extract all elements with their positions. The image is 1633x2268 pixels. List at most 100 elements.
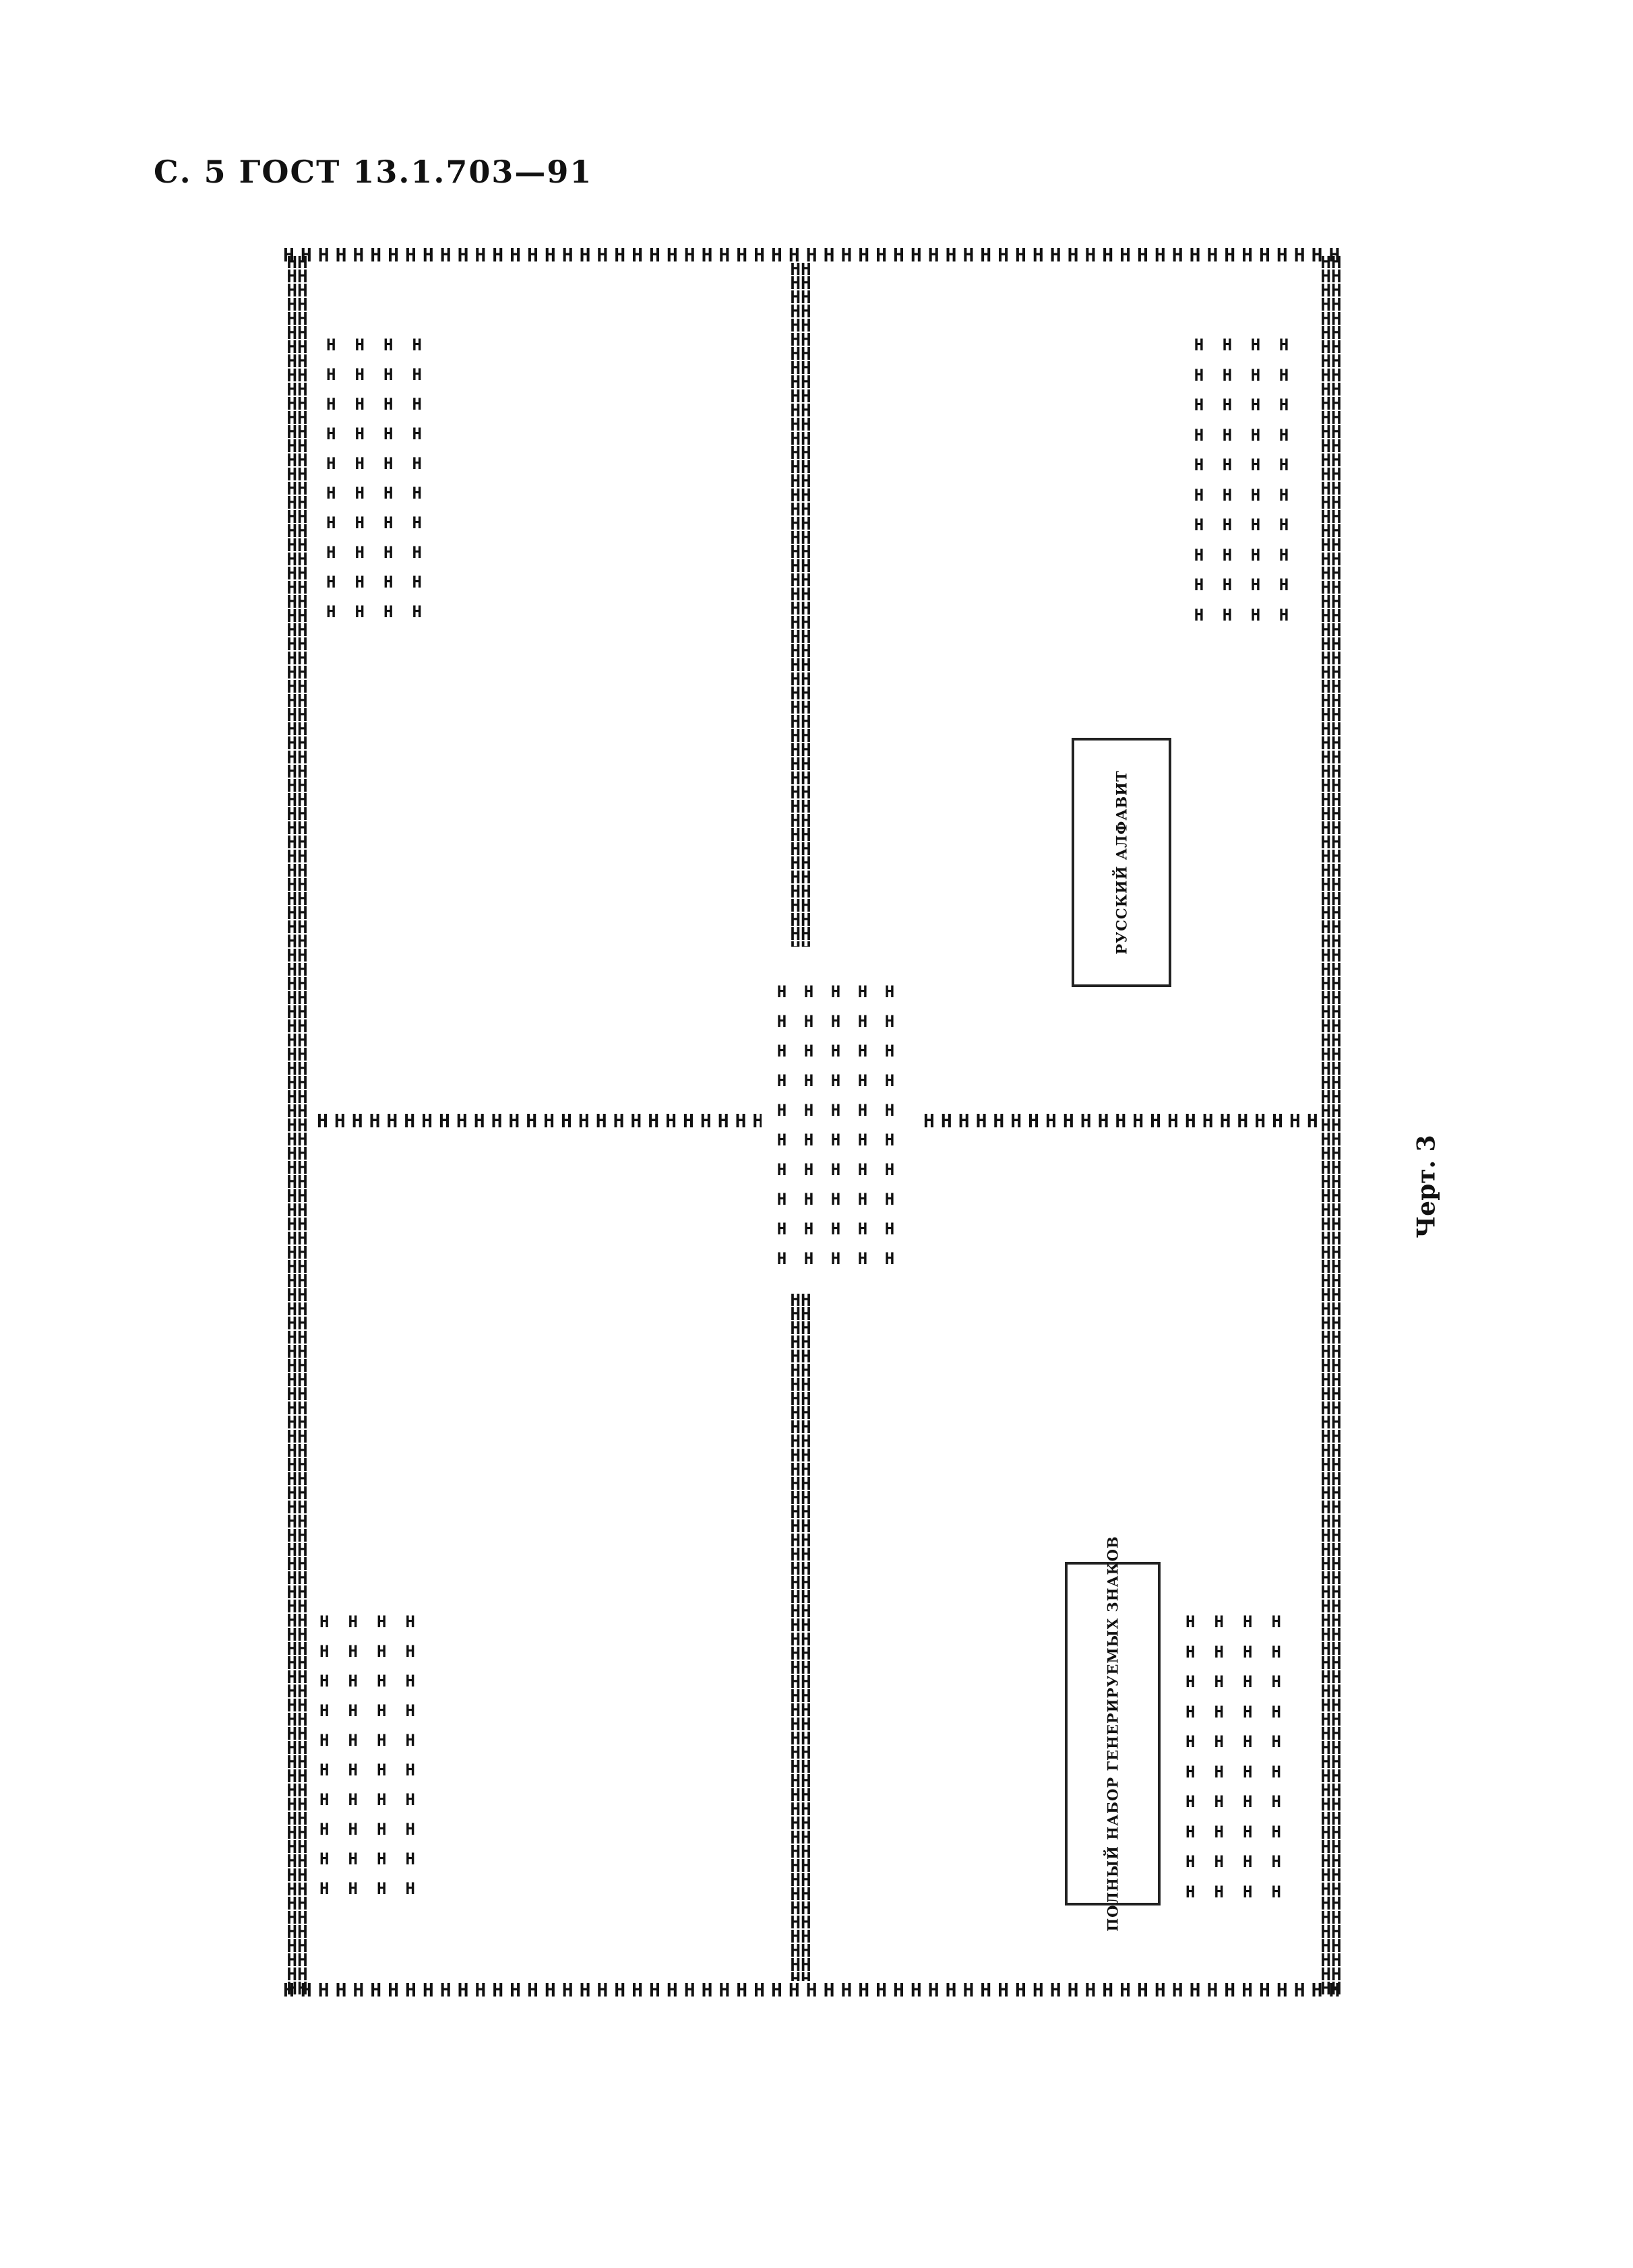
grid-glyph: Н	[319, 1790, 330, 1809]
grid-glyph: Н	[776, 1042, 787, 1061]
grid-glyph: Н	[405, 1790, 415, 1809]
grid-glyph: Н	[1271, 1642, 1281, 1662]
grid-glyph: Н	[1194, 455, 1204, 475]
grid-glyph: Н	[830, 1042, 841, 1061]
grid-glyph: Н	[377, 1850, 387, 1868]
grid-glyph: Н	[884, 1101, 895, 1120]
grid-glyph: Н	[412, 395, 422, 414]
grid-glyph: Н	[1278, 605, 1289, 625]
grid-glyph: Н	[348, 1879, 358, 1898]
grid-glyph: Н	[383, 365, 394, 384]
grid-glyph: Н	[1243, 1852, 1253, 1872]
grid-glyph: Н	[383, 602, 394, 621]
grid-glyph: Н	[1194, 515, 1204, 535]
grid-glyph: Н	[1278, 396, 1289, 415]
grid-glyph: Н	[326, 424, 336, 443]
grid-glyph: Н	[348, 1701, 358, 1720]
grid-glyph: Н	[1271, 1612, 1281, 1632]
grid-glyph: Н	[884, 1160, 895, 1179]
grid-glyph: Н	[884, 1131, 895, 1149]
grid-glyph: Н	[857, 1160, 868, 1179]
grid-glyph: Н	[1194, 545, 1204, 565]
full-charset-box: ПОЛНЫЙ НАБОР ГЕНЕРИРУЕМЫХ ЗНАКОВ	[1065, 1536, 1161, 1932]
grid-glyph: Н	[377, 1701, 387, 1720]
grid-glyph: Н	[355, 454, 365, 473]
grid-glyph: Н	[1278, 515, 1289, 535]
grid-glyph: Н	[1214, 1792, 1224, 1812]
grid-glyph: Н	[1185, 1882, 1196, 1901]
grid-glyph: Н	[348, 1731, 358, 1750]
center-column-bottom: НННННННННННННННННННННННННННННННННННННННН…	[790, 1294, 811, 1981]
grid-glyph: Н	[1222, 515, 1233, 535]
grid-glyph: Н	[319, 1731, 330, 1750]
grid-glyph: Н	[326, 365, 336, 384]
grid-glyph: Н	[1243, 1762, 1253, 1782]
grid-glyph: Н	[355, 543, 365, 562]
grid-glyph: Н	[1243, 1642, 1253, 1662]
grid-glyph: Н	[405, 1701, 415, 1720]
grid-glyph: Н	[803, 1249, 814, 1268]
grid-glyph: Н	[377, 1612, 387, 1631]
grid-glyph: Н	[857, 1131, 868, 1149]
grid-glyph: Н	[1214, 1732, 1224, 1752]
grid-glyph: Н	[383, 454, 394, 473]
grid-glyph: Н	[1278, 425, 1289, 445]
center-row-right: НННННННННННННННННННННННННННННН	[923, 1112, 1321, 1131]
grid-glyph: Н	[1250, 396, 1261, 415]
grid-glyph: Н	[803, 1131, 814, 1149]
grid-glyph: Н	[319, 1701, 330, 1720]
grid-glyph: Н	[857, 1101, 868, 1120]
grid-glyph: Н	[1271, 1672, 1281, 1692]
grid-glyph: Н	[348, 1790, 358, 1809]
grid-glyph: Н	[776, 1012, 787, 1031]
grid-glyph: Н	[326, 543, 336, 562]
grid-glyph: Н	[1271, 1702, 1281, 1722]
grid-glyph: Н	[326, 602, 336, 621]
grid-glyph: Н	[1214, 1882, 1224, 1901]
grid-glyph: Н	[348, 1612, 358, 1631]
grid-glyph: Н	[1194, 605, 1204, 625]
grid-glyph: Н	[412, 454, 422, 473]
full-charset-label: ПОЛНЫЙ НАБОР ГЕНЕРИРУЕМЫХ ЗНАКОВ	[1104, 1536, 1121, 1932]
grid-glyph: Н	[326, 454, 336, 473]
grid-glyph: Н	[405, 1879, 415, 1898]
grid-glyph: Н	[1222, 425, 1233, 445]
russian-alphabet-box: РУССКИЙ АЛФАВИТ	[1072, 738, 1171, 987]
grid-glyph: Н	[776, 1101, 787, 1120]
grid-glyph: Н	[884, 1071, 895, 1090]
grid-glyph: Н	[884, 982, 895, 1001]
grid-glyph: Н	[1185, 1612, 1196, 1632]
grid-glyph: Н	[830, 982, 841, 1001]
grid-glyph: Н	[776, 1160, 787, 1179]
grid-glyph: Н	[1222, 485, 1233, 505]
grid-glyph: Н	[1250, 545, 1261, 565]
grid-glyph: Н	[383, 336, 394, 354]
grid-glyph: Н	[1214, 1822, 1224, 1841]
grid-glyph: Н	[355, 573, 365, 592]
grid-glyph: Н	[377, 1731, 387, 1750]
grid-glyph: Н	[857, 1190, 868, 1209]
grid-glyph: Н	[1271, 1732, 1281, 1752]
grid-glyph: Н	[405, 1672, 415, 1691]
grid-glyph: Н	[412, 484, 422, 503]
grid-glyph: Н	[830, 1160, 841, 1179]
grid-glyph: Н	[803, 1012, 814, 1031]
grid-glyph: Н	[383, 543, 394, 562]
grid-glyph: Н	[326, 395, 336, 414]
grid-glyph: Н	[355, 365, 365, 384]
grid-glyph: Н	[377, 1879, 387, 1898]
grid-glyph: Н	[1214, 1672, 1224, 1692]
grid-glyph: Н	[1222, 365, 1233, 385]
grid-glyph: Н	[803, 1101, 814, 1120]
grid-glyph: Н	[412, 543, 422, 562]
grid-glyph: Н	[830, 1190, 841, 1209]
grid-glyph: Н	[326, 573, 336, 592]
grid-glyph: Н	[1250, 336, 1261, 355]
grid-glyph: Н	[857, 1071, 868, 1090]
grid-glyph: Н	[884, 1042, 895, 1061]
grid-glyph: Н	[1243, 1792, 1253, 1812]
grid-glyph: Н	[1250, 455, 1261, 475]
grid-glyph: Н	[830, 1249, 841, 1268]
grid-glyph: Н	[1278, 545, 1289, 565]
